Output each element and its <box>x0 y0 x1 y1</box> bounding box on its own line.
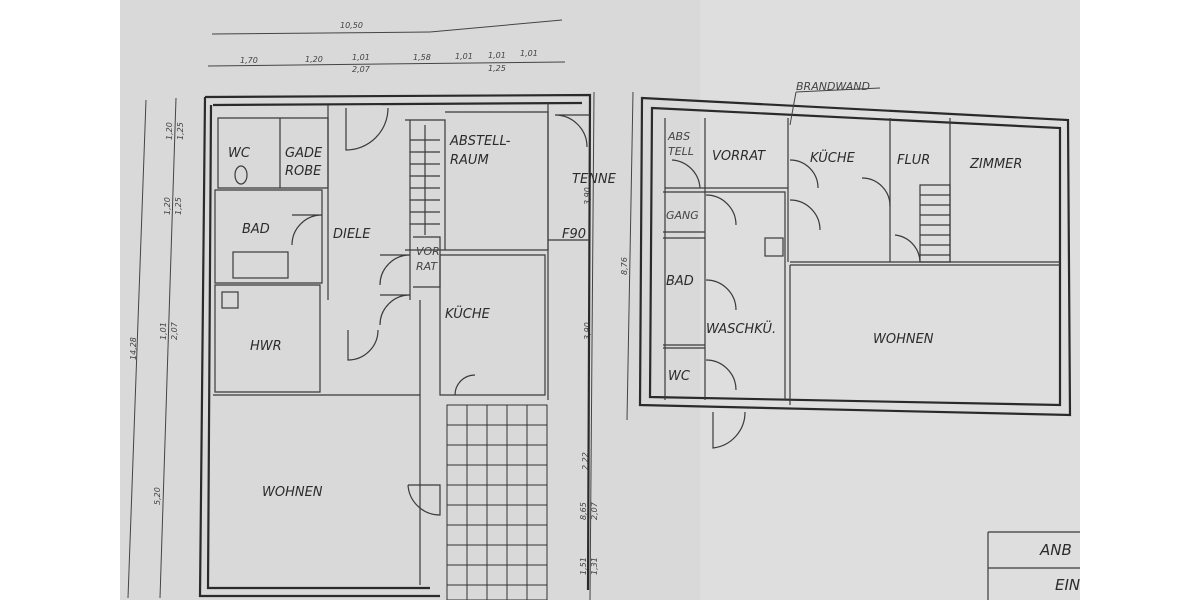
room-label-wohnen: WOHNEN <box>262 485 323 500</box>
dim-r1: 3,90 <box>583 187 592 205</box>
dim-h4: 5,20 <box>153 487 162 505</box>
door-zimmer <box>894 234 921 263</box>
title-line-2: EIN <box>1055 576 1080 594</box>
room-label-abstell-2: TELL <box>668 145 694 158</box>
door-kueche <box>379 294 411 326</box>
label-brandwand: BRANDWAND <box>796 80 870 93</box>
bathtub <box>232 251 289 279</box>
dim-r4: 8,65 <box>579 502 588 520</box>
door-hwr <box>347 329 379 361</box>
room-label-gang: GANG <box>666 209 699 222</box>
door-exterior <box>712 411 746 449</box>
door-wc <box>705 359 737 391</box>
dim-w3: 1,01 <box>352 53 370 62</box>
dim-w6: 1,01 <box>488 51 506 60</box>
door-bad <box>291 214 323 246</box>
dim-total-height: 14,28 <box>129 337 138 360</box>
dim-h1b: 1,25 <box>176 122 185 140</box>
room-label-abstell-1: ABS <box>667 130 690 143</box>
room-label-hwr: HWR <box>250 339 282 354</box>
door-flur <box>861 177 891 207</box>
door-kitchen-out <box>454 374 476 396</box>
door-vorrat <box>789 159 819 189</box>
room-label-vorrat-1: VOR <box>416 245 440 258</box>
dim-r5: 1,51 <box>579 557 588 575</box>
staircase <box>410 125 440 235</box>
dim-total-width: 10,50 <box>340 21 363 30</box>
room-label-garderobe-1: GADE <box>285 146 323 161</box>
door-tenne <box>554 114 590 148</box>
room-label-diele: DIELE <box>333 227 371 242</box>
annex-plan: BRANDWAND ABS TELL VORRAT KÜCHE FLUR ZIM… <box>638 80 1072 449</box>
room-label-kueche: KÜCHE <box>445 305 491 322</box>
room-label-abstell-2: RAUM <box>450 153 489 168</box>
top-dimensions: 10,50 1,70 1,20 1,01 2,07 1,58 1,01 1,01… <box>207 19 566 74</box>
door-bad <box>705 279 737 311</box>
annex-staircase <box>919 184 951 263</box>
label-f90: F90 <box>562 227 586 242</box>
title-line-1: ANB <box>1039 541 1072 559</box>
dim-w4: 1,58 <box>413 53 431 62</box>
room-label-zimmer: ZIMMER <box>969 157 1022 172</box>
dim-r4b: 2,07 <box>590 501 599 520</box>
door-gang <box>705 194 737 226</box>
dim-h2b: 1,25 <box>174 197 183 215</box>
door-abstell <box>671 159 701 189</box>
room-label-kueche: KÜCHE <box>810 149 856 166</box>
brandwand-leader <box>795 87 881 93</box>
dim-h3: 1,01 <box>159 322 168 340</box>
dim-w5: 1,01 <box>455 52 473 61</box>
room-label-wc: WC <box>228 146 251 161</box>
washer <box>221 291 239 309</box>
dim-r2: 3,90 <box>583 322 592 340</box>
dim-r3: 2,22 <box>581 452 590 470</box>
room-label-abstell-1: ABSTELL- <box>449 134 511 149</box>
toilet <box>234 165 248 185</box>
dim-h3b: 2,07 <box>170 321 179 340</box>
room-label-vorrat: VORRAT <box>712 149 766 164</box>
room-label-bad: BAD <box>666 274 694 289</box>
dim-h2: 1,20 <box>163 197 172 215</box>
room-label-vorrat-2: RAT <box>416 260 438 273</box>
dim-h1: 1,20 <box>165 122 174 140</box>
dim-r5b: 1,31 <box>590 557 599 575</box>
dim-annex-height: 8,76 <box>620 257 629 275</box>
dim-w3b: 2,07 <box>352 65 371 74</box>
door-wohnen <box>407 484 441 516</box>
dim-w7: 1,01 <box>520 49 538 58</box>
dim-w1: 1,70 <box>240 56 258 65</box>
door-vorrat <box>379 254 411 286</box>
middle-dimensions: 3,90 3,90 2,22 8,65 2,07 1,51 1,31 8,76 <box>579 91 634 600</box>
dim-w2: 1,20 <box>305 55 323 64</box>
room-label-waschkueche: WASCHKÜ. <box>706 320 776 337</box>
room-label-flur: FLUR <box>897 153 930 168</box>
room-label-bad: BAD <box>242 222 270 237</box>
door-diele <box>345 107 389 151</box>
ground-floor-plan: WC GADE ROBE DIELE ABSTELL- RAUM TENNE B… <box>198 93 617 600</box>
room-label-wohnen: WOHNEN <box>873 332 934 347</box>
room-label-wc: WC <box>668 369 691 384</box>
brandwand-arrow <box>789 91 797 126</box>
door-kueche <box>789 199 821 231</box>
dim-w6b: 1,25 <box>488 64 506 73</box>
chimney <box>764 237 784 257</box>
room-label-garderobe-2: ROBE <box>285 164 322 179</box>
title-block: ANB EIN <box>987 531 1080 600</box>
paper-fold-right <box>700 0 1080 600</box>
room-label-tenne: TENNE <box>572 172 617 187</box>
terrace-paving <box>446 404 548 600</box>
left-dimensions: 14,28 1,20 1,25 1,20 1,25 1,01 2,07 5,20 <box>127 97 185 599</box>
